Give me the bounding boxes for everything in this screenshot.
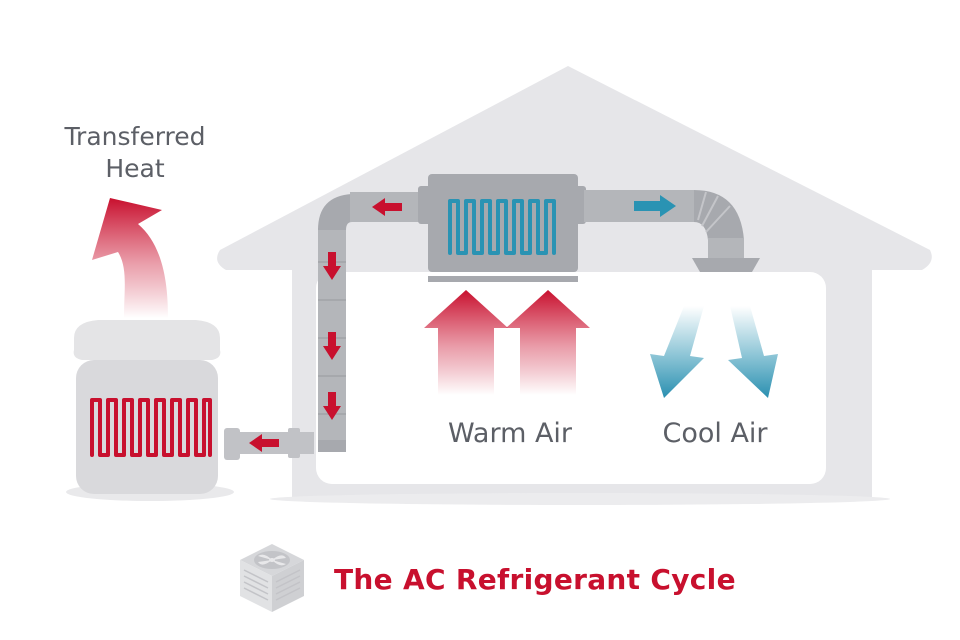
outdoor-condenser-unit <box>66 320 234 501</box>
cool-air-label: Cool Air <box>662 418 768 449</box>
supply-flow-arrow-right <box>634 195 676 217</box>
warm-air-arrow-left <box>424 290 508 395</box>
warm-air-label: Warm Air <box>447 418 573 449</box>
transferred-heat-label-text: Transferred Heat <box>64 122 206 183</box>
condenser-coil <box>90 398 212 457</box>
evaporator-coil <box>448 199 556 255</box>
house-ground-shadow <box>270 493 890 505</box>
cool-air-arrow-left <box>650 306 704 398</box>
transferred-heat-arrow <box>92 198 168 318</box>
cool-air-arrow-right <box>728 306 778 398</box>
refrigerant-flow-arrow-left <box>249 434 279 452</box>
duct-flow-arrow-down-3 <box>323 392 341 420</box>
warm-air-arrow-right <box>506 290 590 395</box>
duct-flow-arrow-down-2 <box>323 332 341 360</box>
duct-flow-arrow-left <box>372 198 402 216</box>
duct-flow-arrow-down-1 <box>323 252 341 280</box>
indoor-evaporator-unit <box>418 174 586 282</box>
ac-unit-icon <box>240 544 304 612</box>
transferred-heat-label: Transferred Heat <box>40 121 230 185</box>
diagram-caption-title: The AC Refrigerant Cycle <box>334 563 736 596</box>
